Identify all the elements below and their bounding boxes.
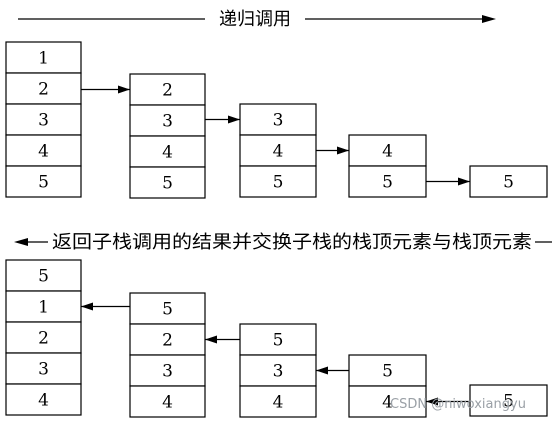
- bottom-stack-cell-value: 3: [162, 362, 173, 382]
- call-arrow-4: [426, 177, 470, 186]
- bottom-stack-cell-value: 4: [162, 393, 173, 413]
- top-stack-cell-value: 4: [38, 142, 49, 162]
- top-stack-cell: [129, 166, 206, 199]
- top-stack-cell-value: 4: [382, 142, 393, 162]
- top-stack-cell-value: 5: [503, 173, 514, 193]
- bottom-stack-cell-value: 5: [382, 362, 393, 382]
- bottom-stack-cell-value: 3: [273, 362, 284, 382]
- bottom-title: 返回子栈调用的结果并交换子栈的栈顶元素与栈顶元素: [52, 232, 532, 253]
- bottom-stack-cell: [5, 383, 82, 416]
- bottom-stack-cell-value: 3: [38, 360, 49, 380]
- return-arrow-2: [205, 335, 240, 344]
- top-stack-cell: [239, 165, 317, 198]
- top-stack-cell-value: 5: [162, 174, 173, 194]
- bottom-stack-cell: [469, 384, 548, 417]
- bottom-stack-cell: [5, 290, 82, 323]
- top-stack-cell: [5, 103, 82, 136]
- bottom-stack-cell: [348, 354, 427, 387]
- return-arrow-3: [316, 366, 349, 375]
- bottom-stack-cell: [129, 354, 206, 387]
- bottom-title-arrow: [14, 238, 552, 246]
- bottom-stack-cell: [5, 321, 82, 354]
- return-arrow-4: [426, 397, 470, 406]
- bottom-stack-1: 5 1 2 3 4: [5, 259, 82, 416]
- top-stack-2: 2 3 4 5: [129, 73, 206, 199]
- bottom-stack-cell: [5, 352, 82, 385]
- top-title-arrow: [18, 15, 496, 23]
- top-stack-1: 1 2 3 4 5: [5, 41, 82, 198]
- call-arrow-1: [81, 85, 130, 94]
- bottom-stack-cell: [239, 385, 317, 418]
- top-stack-cell-value: 2: [162, 81, 173, 101]
- top-stack-cell-value: 4: [273, 142, 284, 162]
- top-stack-cell: [239, 103, 317, 136]
- bottom-stack-cell: [129, 385, 206, 418]
- bottom-stack-cell: [5, 259, 82, 292]
- bottom-stack-cell-value: 4: [382, 393, 393, 413]
- bottom-stack-cell-value: 5: [162, 300, 173, 320]
- top-stack-cell-value: 1: [38, 49, 49, 69]
- top-stack-cell-value: 5: [273, 173, 284, 193]
- bottom-stack-cell-value: 5: [273, 331, 284, 351]
- bottom-stack-cell: [239, 323, 317, 356]
- bottom-stack-cell-value: 2: [162, 331, 173, 351]
- return-arrow-1: [81, 302, 130, 311]
- stack-arrows: [81, 85, 470, 406]
- top-stack-cell: [129, 73, 206, 106]
- bottom-stack-cell-value: 1: [38, 298, 49, 318]
- top-stack-cell-value: 3: [273, 111, 284, 131]
- top-stack-cell: [348, 165, 427, 198]
- top-stack-cell-value: 3: [38, 111, 49, 131]
- top-stack-cell-value: 4: [162, 143, 173, 163]
- bottom-stack-cell: [348, 385, 427, 418]
- bottom-stack-cell: [129, 292, 206, 325]
- bottom-stack-cell-value: 5: [503, 392, 514, 412]
- watermark: CSDN @niwoxiangyu: [390, 397, 526, 412]
- bottom-stack-4: 54: [348, 354, 427, 418]
- top-stack-cell: [469, 165, 548, 198]
- top-stack-4: 45: [348, 134, 427, 198]
- top-stack-cell: [129, 104, 206, 137]
- top-stack-cell-value: 5: [38, 173, 49, 193]
- top-stack-cell: [5, 165, 82, 198]
- top-stack-5: 5: [469, 165, 548, 198]
- bottom-stack-cell-value: 4: [38, 391, 49, 411]
- top-stack-cell: [348, 134, 427, 167]
- top-stack-cell-value: 3: [162, 112, 173, 132]
- bottom-stack-cell-value: 4: [273, 393, 284, 413]
- top-stack-3: 3 4 5: [239, 103, 317, 198]
- bottom-stack-cell-value: 2: [38, 329, 49, 349]
- bottom-stack-3: 5 3 4: [239, 323, 317, 418]
- call-arrow-2: [205, 115, 240, 124]
- bottom-stack-cell-value: 5: [38, 267, 49, 287]
- top-stack-cell-value: 2: [38, 80, 49, 100]
- top-stack-cell: [129, 135, 206, 168]
- bottom-stack-2: 5 2 3 4: [129, 292, 206, 418]
- bottom-stack-5: 5: [469, 384, 548, 417]
- bottom-stack-cell: [239, 354, 317, 387]
- call-arrow-3: [316, 146, 349, 155]
- top-stack-cell-value: 5: [382, 173, 393, 193]
- top-title: 递归调用: [219, 9, 291, 30]
- top-stack-cell: [5, 72, 82, 105]
